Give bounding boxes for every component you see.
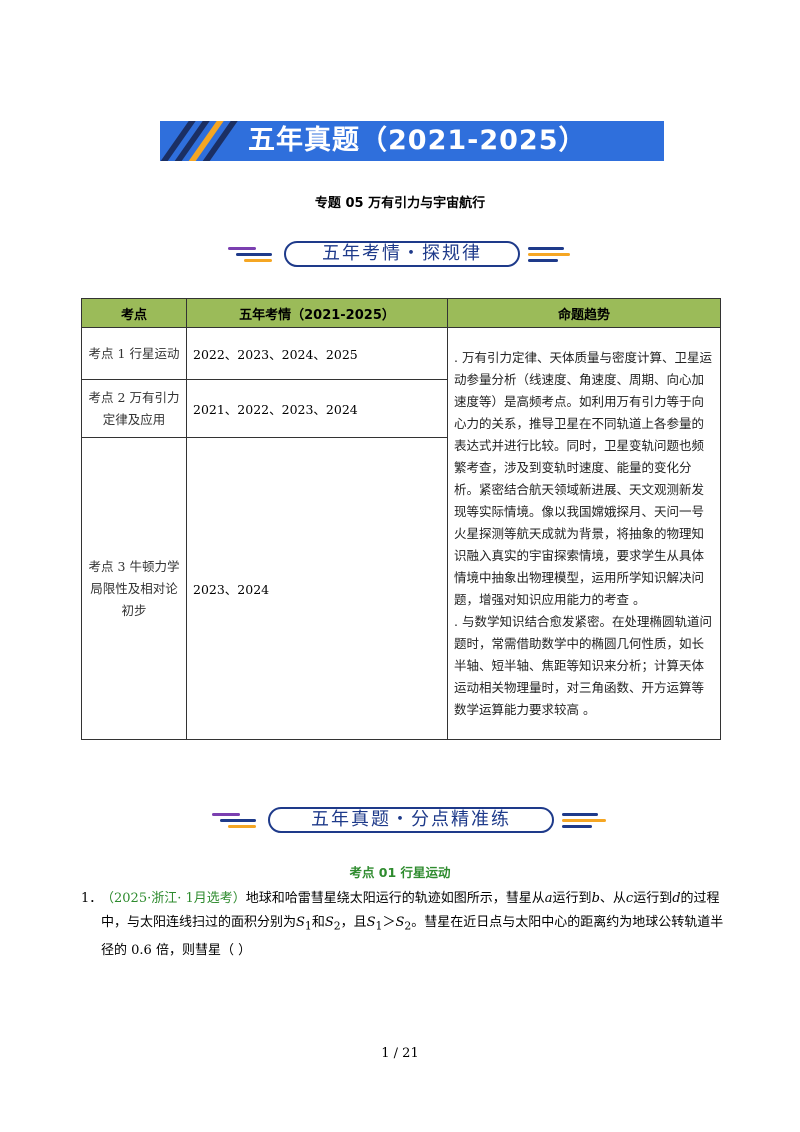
- section-pill: 五年考情・探规律: [284, 241, 520, 267]
- decor-line: [212, 813, 240, 816]
- var-b: b: [591, 891, 600, 906]
- knowledge-point-heading: 考点 01 行星运动: [349, 865, 451, 880]
- table-row: 考点 1 行星运动 2022、2023、2024、2025 . 万有引力定律、天…: [81, 327, 721, 740]
- decor-line: [528, 253, 570, 256]
- var-a: a: [544, 891, 553, 906]
- section-header-practice: 五年真题・分点精准练: [0, 804, 800, 836]
- years-cell: 2023、2024: [186, 437, 448, 740]
- question-item: 1． （2025·浙江· 1月选考）地球和哈雷彗星绕太阳运行的轨迹如图所示，彗星…: [81, 887, 731, 963]
- question-text: 、从: [599, 891, 626, 906]
- decor-line: [528, 259, 558, 262]
- question-text: 地球和哈雷彗星绕太阳运行的轨迹如图所示，彗星从: [245, 891, 545, 906]
- topic-subtitle: 专题 05 万有引力与宇宙航行: [314, 196, 486, 211]
- point-cell: 考点 3 牛顿力学局限性及相对论初步: [81, 437, 187, 740]
- decor-line: [562, 819, 606, 822]
- table-header-row: 考点 五年考情（2021-2025） 命题趋势: [81, 298, 721, 328]
- question-text: ＞: [382, 915, 396, 930]
- col-header-years: 五年考情（2021-2025）: [186, 298, 448, 328]
- question-text: 和: [311, 915, 325, 930]
- years-cell: 2022、2023、2024、2025: [186, 327, 448, 380]
- section-pill: 五年真题・分点精准练: [268, 807, 554, 833]
- trend-paragraph: . 与数学知识结合愈发紧密。在处理椭圆轨道问题时，常需借助数学中的椭圆几何性质，…: [454, 613, 712, 717]
- trend-cell: . 万有引力定律、天体质量与密度计算、卫星运动参量分析（线速度、角速度、周期、向…: [447, 327, 721, 740]
- var-c: c: [625, 891, 634, 906]
- point-cell: 考点 1 行星运动: [81, 327, 187, 380]
- decor-line: [220, 819, 256, 822]
- question-source: （2025·浙江· 1月选考）: [101, 891, 246, 906]
- table-row: 考点 3 牛顿力学局限性及相对论初步 2023、2024: [81, 437, 721, 740]
- page-number: 1 / 21: [381, 1046, 419, 1061]
- decor-line: [228, 247, 256, 250]
- decor-line: [528, 247, 564, 250]
- var-s: S: [324, 915, 334, 930]
- trend-paragraph: . 万有引力定律、天体质量与密度计算、卫星运动参量分析（线速度、角速度、周期、向…: [454, 349, 712, 607]
- subscript: 2: [404, 919, 412, 933]
- subscript: 1: [375, 919, 383, 933]
- exam-trend-table: 考点 五年考情（2021-2025） 命题趋势 考点 1 行星运动 2022、2…: [81, 298, 721, 740]
- subscript: 1: [304, 919, 312, 933]
- decor-line: [236, 253, 272, 256]
- var-s: S: [296, 915, 305, 930]
- var-d: d: [672, 891, 681, 906]
- decor-line: [562, 813, 598, 816]
- var-s: S: [366, 915, 376, 930]
- years-cell: 2021、2022、2023、2024: [186, 379, 448, 438]
- question-text: 运行到: [633, 891, 673, 906]
- question-text: ，且: [340, 915, 367, 930]
- question-text: 运行到: [552, 891, 592, 906]
- question-body: （2025·浙江· 1月选考）地球和哈雷彗星绕太阳运行的轨迹如图所示，彗星从a运…: [101, 887, 731, 963]
- table-row: 考点 2 万有引力定律及应用 2021、2022、2023、2024: [81, 379, 721, 438]
- col-header-trend: 命题趋势: [447, 298, 721, 328]
- question-text: 的过程中，与太阳连线扫过的面积分别为: [101, 891, 720, 930]
- var-s: S: [395, 915, 405, 930]
- decor-line: [244, 259, 272, 262]
- question-number: 1．: [81, 891, 103, 906]
- subscript: 2: [333, 919, 341, 933]
- point-cell: 考点 2 万有引力定律及应用: [81, 379, 187, 438]
- section-header-trends: 五年考情・探规律: [0, 238, 800, 270]
- col-header-point: 考点: [81, 298, 187, 328]
- decor-line: [228, 825, 256, 828]
- question-text: 。彗星在近日点与太阳中心的距离约为地球公转轨道半径的 0.6 倍，则彗星（ ）: [101, 915, 724, 958]
- banner-title: 五年真题（2021-2025）: [248, 125, 587, 156]
- decor-line: [562, 825, 592, 828]
- title-banner: 五年真题（2021-2025）: [160, 121, 664, 161]
